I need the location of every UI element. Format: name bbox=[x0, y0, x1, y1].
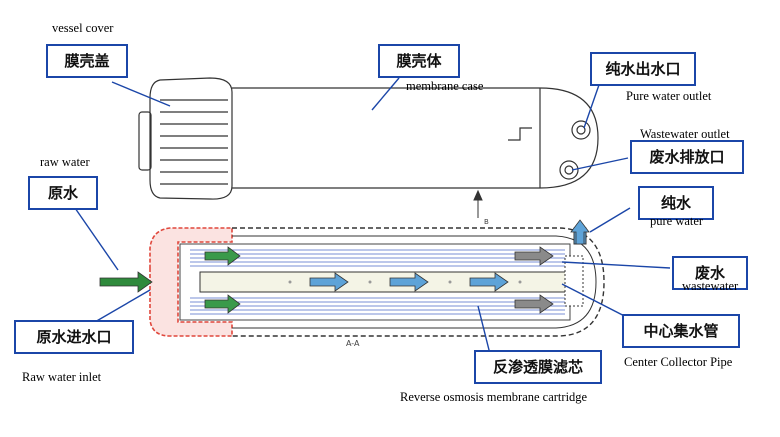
pure-outlet-port bbox=[571, 120, 591, 140]
pure-outlet-caption: Pure water outlet bbox=[626, 89, 712, 103]
leader-lines bbox=[74, 77, 671, 355]
wastewater-caption: wastewater bbox=[682, 279, 739, 293]
raw-water-caption: raw water bbox=[40, 155, 90, 169]
raw-water-label-cn: 原水 bbox=[28, 176, 98, 210]
pure-arrow-1 bbox=[309, 272, 349, 292]
feed-arrow-1 bbox=[204, 246, 241, 266]
pure-outlet-label-cn: 纯水出水口 bbox=[590, 52, 696, 86]
waste-outlet-caption: Wastewater outlet bbox=[640, 127, 730, 141]
vessel-cover-label-cn: 膜壳盖 bbox=[46, 44, 128, 78]
membrane-case-caption: membrane case bbox=[406, 79, 484, 93]
feed-arrow-2 bbox=[204, 294, 241, 314]
pure-water-caption: pure water bbox=[650, 214, 704, 228]
center-pipe-caption: Center Collector Pipe bbox=[624, 355, 733, 369]
pure-water-label-cn: 纯水 bbox=[638, 186, 714, 220]
pure-arrow-2 bbox=[389, 272, 429, 292]
pure-out-arrow bbox=[570, 219, 590, 245]
waste-outlet-label-cn: 废水排放口 bbox=[630, 140, 744, 174]
center-pipe-label-cn: 中心集水管 bbox=[622, 314, 740, 348]
raw-inlet-caption: Raw water inlet bbox=[22, 370, 102, 384]
ro-cartridge-label-cn: 反渗透膜滤芯 bbox=[474, 350, 602, 384]
pure-arrow-3 bbox=[469, 272, 509, 292]
waste-arrow-2 bbox=[514, 294, 554, 314]
raw-inlet-arrow bbox=[99, 271, 153, 293]
flow-arrows bbox=[99, 219, 590, 314]
view-arrow bbox=[473, 189, 483, 218]
cover-knob bbox=[138, 111, 152, 171]
vessel-exterior bbox=[138, 77, 599, 200]
center-pipe-shape bbox=[199, 271, 571, 293]
ro-cartridge-caption: Reverse osmosis membrane cartridge bbox=[400, 390, 588, 404]
waste-outlet-port bbox=[559, 160, 579, 180]
membrane-case-shape bbox=[232, 87, 599, 189]
raw-inlet-label-cn: 原水进水口 bbox=[14, 320, 134, 354]
view-mark-text: B bbox=[484, 218, 489, 226]
vessel-cover-shape bbox=[149, 77, 233, 200]
wastewater-label-cn: 废水 bbox=[672, 256, 748, 290]
waste-arrow-1 bbox=[514, 246, 554, 266]
vessel-cover-caption: vessel cover bbox=[52, 21, 114, 35]
vessel-section bbox=[149, 227, 605, 337]
membrane-case-label-cn: 膜壳体 bbox=[378, 44, 460, 78]
section-mark-text: A-A bbox=[346, 339, 360, 348]
section-cap-red bbox=[149, 227, 233, 337]
